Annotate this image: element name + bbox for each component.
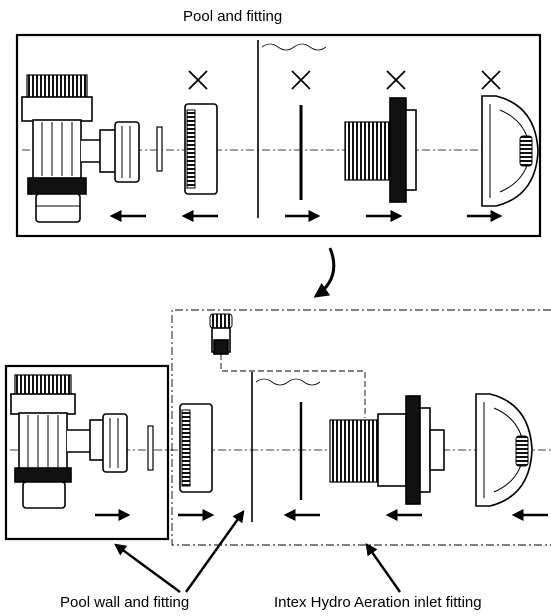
- top-panel-title: Pool and fitting: [183, 8, 283, 25]
- nut: [184, 103, 218, 195]
- pump-t-fitting-inset: [10, 374, 128, 509]
- remove-marks: [188, 70, 501, 90]
- nut-bottom: [179, 403, 213, 493]
- callout-arrows: [114, 510, 401, 593]
- label-aeration-inlet-fitting: Intex Hydro Aeration inlet fitting: [274, 594, 482, 611]
- label-pool-wall-and-fitting: Pool wall and fitting: [60, 594, 190, 611]
- air-valve: [209, 313, 366, 418]
- gasket-small: [156, 126, 163, 172]
- transition-arrow: [313, 247, 336, 298]
- pump-t-fitting: [21, 74, 140, 223]
- threaded-fitting: [344, 97, 417, 203]
- strainer-cover: [481, 95, 539, 207]
- gasket-small-inset: [147, 425, 154, 471]
- strainer-cover-bottom: [475, 393, 533, 507]
- bottom-diagram: [4, 309, 551, 593]
- top-panel: [15, 33, 542, 238]
- aeration-inlet-fitting: [329, 395, 445, 505]
